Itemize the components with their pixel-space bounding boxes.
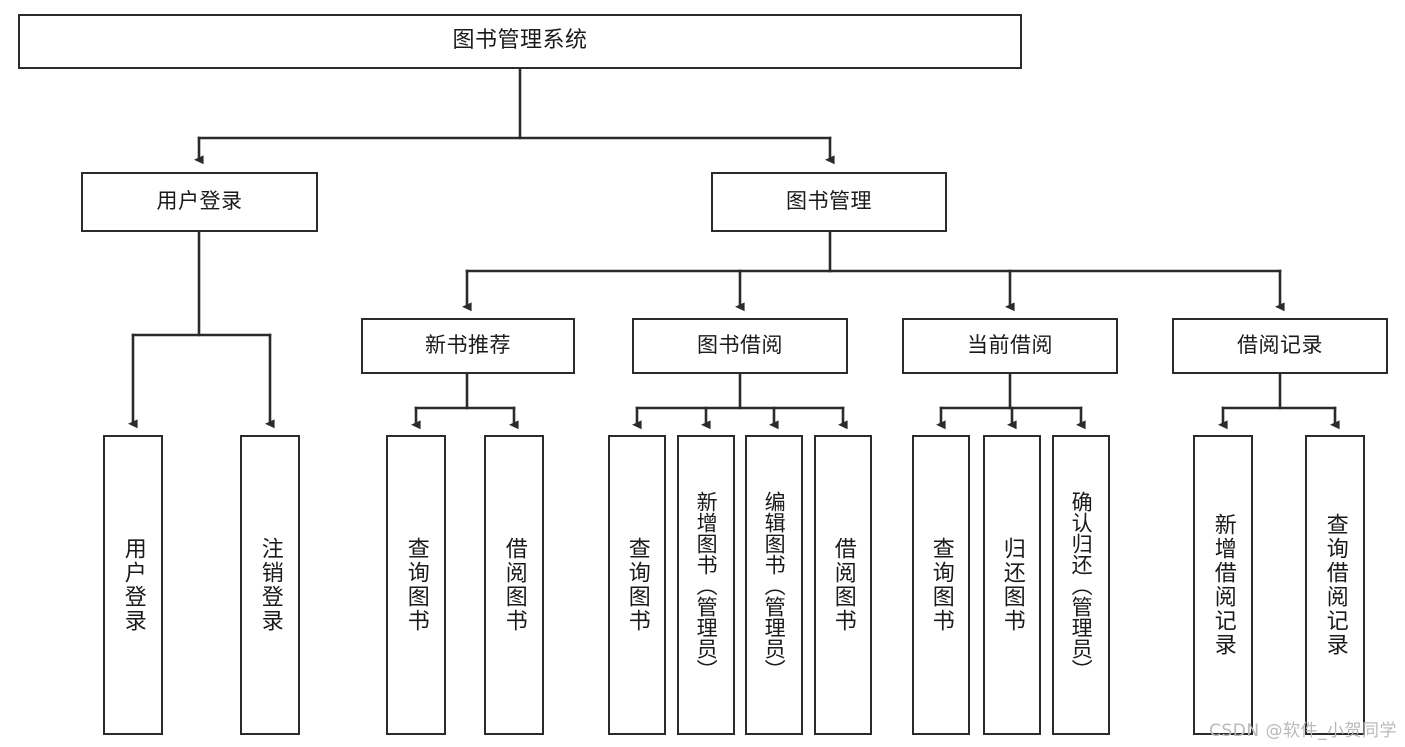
node-label: 借阅图书 [501,537,527,633]
node-label: 借阅图书 [830,537,856,633]
node-leaf-query-book-2[interactable]: 查询图书 [608,435,666,735]
node-leaf-return-book[interactable]: 归还图书 [983,435,1041,735]
node-label: 新增图书（管理员） [694,490,719,680]
node-label: 归还图书 [999,537,1025,633]
borrow-record-to-leaves-connectors [1218,372,1340,430]
node-label: 图书管理 [786,189,872,214]
node-root-book-management-system[interactable]: 图书管理系统 [18,14,1022,69]
node-leaf-query-book-3[interactable]: 查询图书 [912,435,970,735]
node-label: 新书推荐 [425,333,511,358]
node-label: 新增借阅记录 [1210,513,1236,657]
node-label: 用户登录 [120,537,146,633]
node-user-login[interactable]: 用户登录 [81,172,318,232]
node-label: 编辑图书（管理员） [762,490,787,680]
watermark-text: CSDN @软件_小贺同学 [1209,721,1397,741]
node-label: 查询图书 [624,537,650,633]
node-label: 确认归还（管理员） [1069,490,1094,680]
node-leaf-query-record[interactable]: 查询借阅记录 [1305,435,1365,735]
node-leaf-confirm-return[interactable]: 确认归还（管理员） [1052,435,1110,735]
node-leaf-user-login[interactable]: 用户登录 [103,435,163,735]
current-borrow-to-leaves-connectors [936,372,1086,430]
new-book-recommend-to-leaves-connectors [411,372,519,430]
node-current-borrow[interactable]: 当前借阅 [902,318,1118,374]
node-label: 查询图书 [928,537,954,633]
node-label: 借阅记录 [1237,333,1323,358]
node-leaf-edit-book[interactable]: 编辑图书（管理员） [745,435,803,735]
node-label: 图书借阅 [697,333,783,358]
node-leaf-user-logout[interactable]: 注销登录 [240,435,300,735]
node-label: 查询借阅记录 [1322,513,1348,657]
book-management-to-level2-connectors [462,230,1285,312]
root-to-level1-connectors [194,67,835,165]
node-borrow-record[interactable]: 借阅记录 [1172,318,1388,374]
node-label: 图书管理系统 [452,28,588,54]
node-book-management[interactable]: 图书管理 [711,172,947,232]
node-leaf-borrow-book-1[interactable]: 借阅图书 [484,435,544,735]
node-book-borrow[interactable]: 图书借阅 [632,318,848,374]
node-label: 当前借阅 [967,333,1053,358]
node-leaf-borrow-book-2[interactable]: 借阅图书 [814,435,872,735]
node-leaf-query-book-1[interactable]: 查询图书 [386,435,446,735]
book-borrow-to-leaves-connectors [632,372,848,430]
node-label: 查询图书 [403,537,429,633]
node-label: 注销登录 [257,537,283,633]
user-login-to-leaves-connectors [128,230,275,429]
node-new-book-recommend[interactable]: 新书推荐 [361,318,575,374]
node-leaf-add-book[interactable]: 新增图书（管理员） [677,435,735,735]
node-leaf-add-record[interactable]: 新增借阅记录 [1193,435,1253,735]
node-label: 用户登录 [156,189,243,214]
